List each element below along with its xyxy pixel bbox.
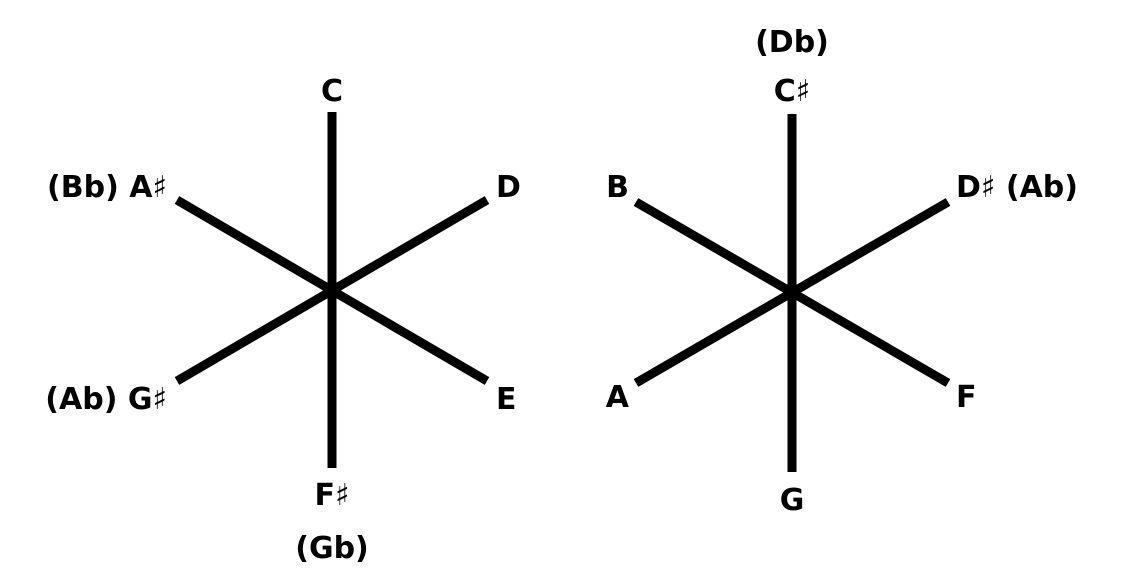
- note-label-a-sharp: (Bb) A♯: [47, 170, 167, 205]
- whole-tone-csharp-star: (Db) C♯ D♯ (Ab) F G A B: [606, 25, 1078, 518]
- note-label-d: D: [496, 170, 521, 205]
- note-label-g-sharp: (Ab) G♯: [45, 382, 167, 417]
- note-label-f-sharp: F♯: [314, 478, 349, 513]
- note-label-b: B: [606, 170, 629, 205]
- note-label-g: G: [780, 483, 805, 518]
- note-label-e: E: [496, 382, 517, 417]
- note-label-g-flat: (Gb): [295, 531, 369, 566]
- whole-tone-c-star: C D E F♯ (Gb) (Ab) G♯ (Bb) A♯: [45, 74, 521, 566]
- note-label-f: F: [956, 380, 977, 415]
- note-label-c: C: [321, 74, 343, 109]
- note-label-a: A: [606, 380, 630, 415]
- spoke-diagonal-down-right: [174, 196, 490, 385]
- note-label-d-sharp: D♯ (Ab): [956, 170, 1078, 205]
- spoke-diagonal-down-right: [633, 198, 951, 387]
- note-label-c-sharp: C♯: [774, 74, 811, 109]
- note-label-d-flat: (Db): [755, 25, 829, 60]
